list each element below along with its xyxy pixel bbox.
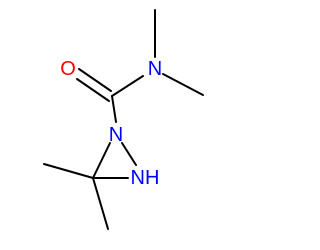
amide-n-methyl-right-bond [162, 73, 204, 96]
nh-label: NH [131, 167, 160, 189]
gem-methyl-left-bond [43, 163, 94, 179]
carbonyl-to-ring-n-bond [111, 95, 117, 123]
ring-n-to-quaternary-c-bond [92, 142, 111, 179]
carbonyl-double-bond-2 [76, 78, 110, 102]
carbonyl-to-amide-n-bond [111, 75, 144, 97]
molecule-structure: O N N NH [43, 9, 204, 230]
carbonyl-double-bond-1 [78, 68, 112, 92]
gem-methyl-down-bond [92, 177, 109, 230]
ring-n-to-nh-bond [121, 142, 137, 166]
ring-nitrogen-label: N [109, 124, 123, 146]
amide-nitrogen-label: N [148, 58, 162, 80]
oxygen-label: O [60, 58, 76, 80]
